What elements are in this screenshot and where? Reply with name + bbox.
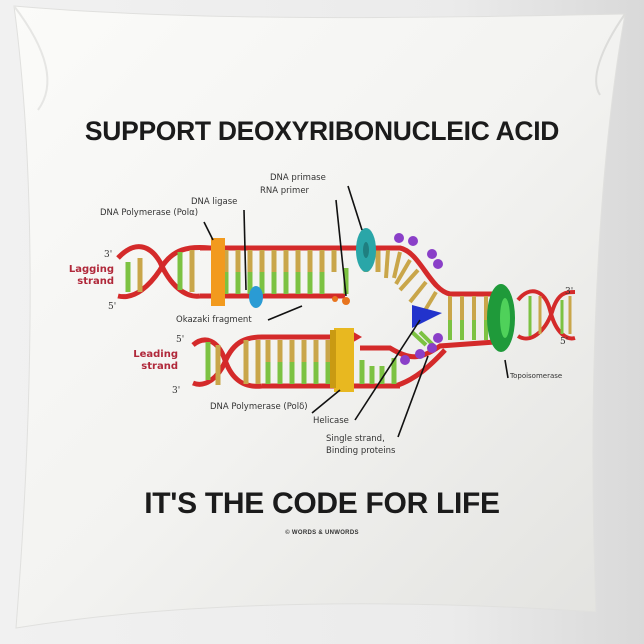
helicase — [412, 305, 442, 328]
label-lagging-strand: Lagging strand — [68, 264, 114, 287]
leading-strand-helix — [191, 328, 447, 392]
headline: SUPPORT DEOXYRIBONUCLEIC ACID — [84, 116, 560, 146]
lagging-strand-helix — [116, 238, 381, 308]
end-right-top: 3' — [565, 287, 574, 297]
end-lagging-bottom: 5' — [108, 302, 117, 312]
copyright: © WORDS & UNWORDS — [285, 530, 359, 536]
label-rna-primer: RNA primer — [260, 186, 310, 196]
ligase — [249, 286, 263, 308]
polymerase-alpha — [211, 238, 225, 306]
label-dna-polymerase-delta: DNA Polymerase (Polδ) — [210, 402, 308, 412]
label-ssb-line2: Binding proteins — [326, 446, 396, 456]
replication-fork — [350, 228, 496, 365]
end-lagging-top: 3' — [104, 250, 113, 260]
end-leading-top: 5' — [176, 335, 185, 345]
polymerase-delta — [334, 328, 354, 392]
label-dna-primase: DNA primase — [270, 173, 326, 183]
tagline: IT'S THE CODE FOR LIFE — [144, 487, 500, 520]
label-dna-polymerase-alpha: DNA Polymerase (Polα) — [100, 208, 199, 218]
label-dna-ligase: DNA ligase — [191, 197, 238, 207]
label-ssb-line1: Single strand, — [326, 434, 385, 444]
label-leading-strand: Leading strand — [133, 349, 178, 372]
end-right-bottom: 5' — [560, 337, 569, 347]
parent-duplex — [487, 284, 576, 352]
pointer-lines — [203, 185, 509, 438]
label-topoisomerase: Topoisomerase — [510, 372, 563, 380]
ssb-proteins — [394, 233, 443, 365]
label-helicase: Helicase — [313, 416, 349, 426]
label-okazaki-fragment: Okazaki fragment — [176, 315, 252, 325]
end-leading-bottom: 3' — [172, 386, 181, 396]
